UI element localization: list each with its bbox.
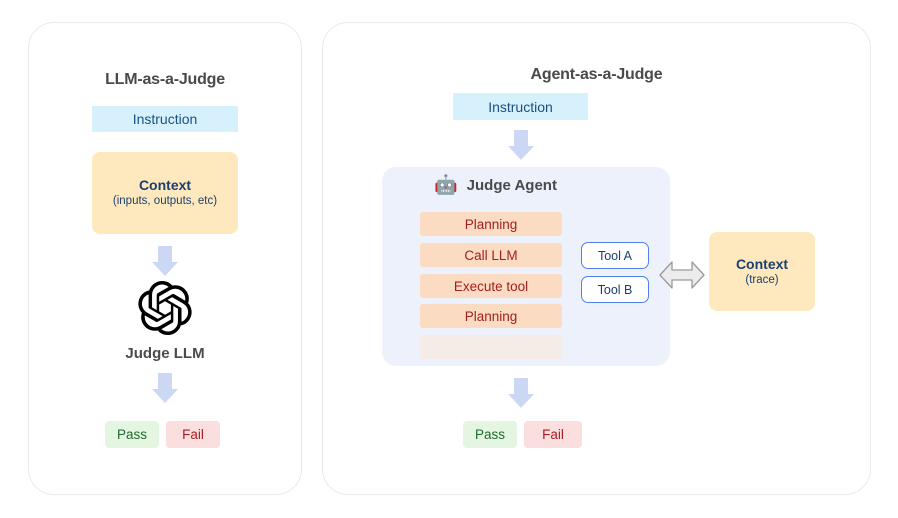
judge-llm-label: Judge LLM <box>125 345 205 362</box>
context-title-left: Context <box>138 177 192 193</box>
agent-step-3: Execute tool <box>420 274 562 298</box>
context-subtitle-left: (inputs, outputs, etc) <box>112 195 218 207</box>
page-title-left: LLM-as-a-Judge <box>105 71 225 88</box>
tool-b-box[interactable]: Tool B <box>581 276 649 303</box>
page-title-right: Agent-as-a-Judge <box>530 66 663 83</box>
verdict-fail-right: Fail <box>524 421 582 448</box>
instruction-box-right: Instruction <box>453 93 588 120</box>
agent-step-2: Call LLM <box>420 243 562 267</box>
context-title-right: Context <box>735 255 789 272</box>
tool-a-box[interactable]: Tool A <box>581 242 649 269</box>
instruction-box-left: Instruction <box>92 106 238 132</box>
agent-step-5-faded <box>420 335 562 359</box>
context-box-left: Context (inputs, outputs, etc) <box>92 152 238 234</box>
verdict-fail-left: Fail <box>166 421 220 448</box>
judge-agent-header: 🤖 Judge Agent <box>434 176 557 195</box>
verdict-pass-right: Pass <box>463 421 517 448</box>
robot-emoji-icon: 🤖 <box>434 175 458 196</box>
context-trace-box: Context (trace) <box>709 232 815 311</box>
context-subtitle-right: (trace) <box>745 273 779 286</box>
openai-logo-icon <box>138 281 192 335</box>
agent-step-4: Planning <box>420 304 562 328</box>
double-headed-arrow-icon <box>659 261 705 289</box>
verdict-pass-left: Pass <box>105 421 159 448</box>
judge-agent-label: Judge Agent <box>466 177 557 194</box>
agent-step-1: Planning <box>420 212 562 236</box>
